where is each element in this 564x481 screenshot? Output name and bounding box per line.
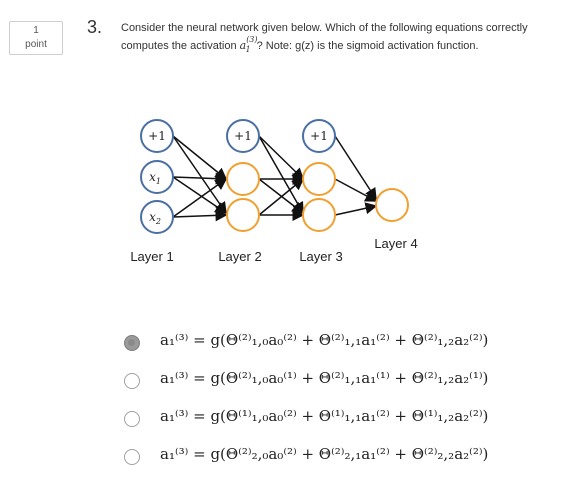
layer2-to-layer3-edges: [258, 135, 305, 221]
x2-label: x2: [149, 210, 161, 226]
layer1-to-layer2-edges: [172, 135, 228, 222]
option-4-equation: a₁⁽³⁾ = g(Θ⁽²⁾₂,₀a₀⁽²⁾ + Θ⁽²⁾₂,₁a₁⁽²⁾ + …: [160, 445, 489, 463]
layer2-node-2: [226, 198, 260, 232]
option-1[interactable]: a₁⁽³⁾ = g(Θ⁽²⁾₁,₀a₀⁽²⁾ + Θ⁽²⁾₁,₁a₁⁽²⁾ + …: [124, 329, 544, 355]
bias-label-3: +1: [310, 129, 328, 143]
layer-label-4: Layer 4: [374, 236, 417, 251]
option-1-equation: a₁⁽³⁾ = g(Θ⁽²⁾₁,₀a₀⁽²⁾ + Θ⁽²⁾₁,₁a₁⁽²⁾ + …: [160, 331, 489, 349]
question-line-2: computes the activation a(3)1? Note: g(z…: [121, 35, 561, 56]
layer1-x1-node: [140, 160, 174, 194]
layer1-x2-node: [140, 200, 174, 234]
layer2-bias-node: [226, 119, 260, 153]
layer1-bias-node: [140, 119, 174, 153]
activation-var: a(3)1: [239, 35, 258, 54]
layer-label-1: Layer 1: [130, 249, 173, 264]
points-value: 1: [33, 25, 39, 36]
option-4-radio[interactable]: [124, 449, 140, 465]
layer3-node-2: [302, 198, 336, 232]
option-3-radio[interactable]: [124, 411, 140, 427]
bias-label-1: +1: [148, 129, 166, 143]
points-label: point: [25, 39, 47, 50]
option-3-equation: a₁⁽³⁾ = g(Θ⁽¹⁾₁,₀a₀⁽²⁾ + Θ⁽¹⁾₁,₁a₁⁽²⁾ + …: [160, 407, 489, 425]
points-box: 1 point: [9, 21, 63, 55]
x1-label: x1: [149, 170, 161, 186]
question-line-1: Consider the neural network given below.…: [121, 22, 528, 34]
layer2-node-1: [226, 162, 260, 196]
question-line-2-pre: computes the activation: [121, 40, 240, 52]
question-line-2-post: ? Note: g(z) is the sigmoid activation f…: [256, 40, 479, 52]
option-1-radio[interactable]: [124, 335, 140, 351]
question-number: 3.: [87, 17, 103, 37]
layer3-node-1: [302, 162, 336, 196]
option-2-radio[interactable]: [124, 373, 140, 389]
option-2-equation: a₁⁽³⁾ = g(Θ⁽²⁾₁,₀a₀⁽¹⁾ + Θ⁽²⁾₁,₁a₁⁽¹⁾ + …: [160, 369, 489, 387]
layer3-bias-node: [302, 119, 336, 153]
question-text: Consider the neural network given below.…: [121, 19, 561, 56]
option-3[interactable]: a₁⁽³⁾ = g(Θ⁽¹⁾₁,₀a₀⁽²⁾ + Θ⁽¹⁾₁,₁a₁⁽²⁾ + …: [124, 405, 544, 431]
layer3-to-layer4-edges: [334, 135, 378, 216]
layer4-output-node: [375, 188, 409, 222]
layer-label-3: Layer 3: [299, 249, 342, 264]
bias-label-2: +1: [234, 129, 252, 143]
option-4[interactable]: a₁⁽³⁾ = g(Θ⁽²⁾₂,₀a₀⁽²⁾ + Θ⁽²⁾₂,₁a₁⁽²⁾ + …: [124, 443, 544, 469]
option-2[interactable]: a₁⁽³⁾ = g(Θ⁽²⁾₁,₀a₀⁽¹⁾ + Θ⁽²⁾₁,₁a₁⁽¹⁾ + …: [124, 367, 544, 393]
layer-label-2: Layer 2: [218, 249, 261, 264]
